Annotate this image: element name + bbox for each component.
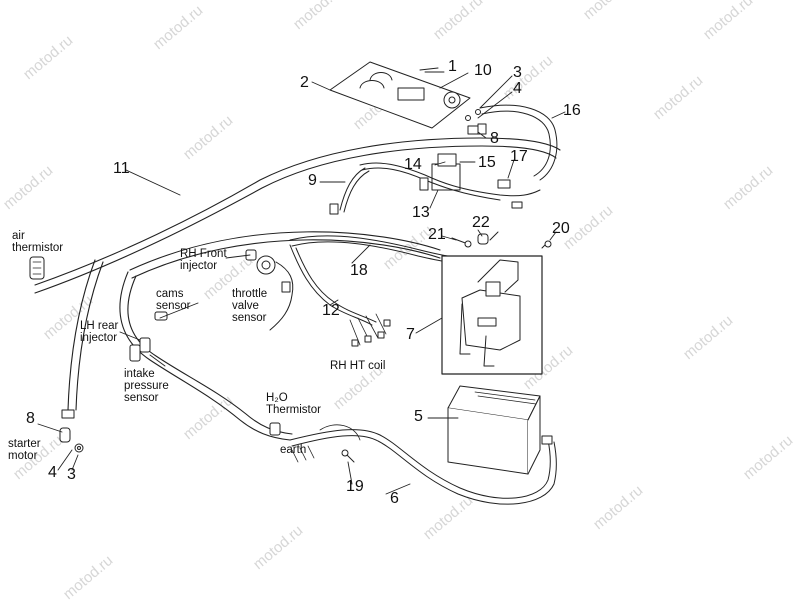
callout-16: 16 xyxy=(563,102,581,119)
callout-7: 7 xyxy=(406,326,415,343)
branch-12 xyxy=(289,244,391,347)
callout-18: 18 xyxy=(350,262,368,279)
callout-22: 22 xyxy=(472,214,490,231)
callout-5: 5 xyxy=(414,408,423,425)
callout-17: 17 xyxy=(510,148,528,165)
label-starter-motor: starter motor xyxy=(8,438,41,462)
label-rh-front-injector: RH Front injector xyxy=(180,248,227,272)
screw-20 xyxy=(541,240,552,249)
left-connectors xyxy=(129,249,281,436)
callout-11: 11 xyxy=(113,160,130,177)
callout-13: 13 xyxy=(412,204,430,221)
starter-connector xyxy=(59,409,84,453)
label-earth: earth xyxy=(280,444,307,456)
callout-12: 12 xyxy=(322,302,340,319)
parts-21-22 xyxy=(451,231,499,248)
label-air-thermistor: air thermistor xyxy=(12,230,64,254)
leader-lines xyxy=(37,71,566,495)
ecu-bracket-box xyxy=(441,255,543,375)
callout-6: 6 xyxy=(390,490,399,507)
callout-4-bottom: 4 xyxy=(48,464,57,481)
label-throttle-valve-sensor: throttle valve sensor xyxy=(232,288,268,324)
label-rh-ht-coil: RH HT coil xyxy=(330,360,386,372)
air-thermistor-connector xyxy=(29,256,45,280)
lead-9 xyxy=(329,167,370,215)
relay-assembly xyxy=(359,153,541,209)
callout-19: 19 xyxy=(346,478,364,495)
callout-21: 21 xyxy=(428,226,446,243)
ecu-unit xyxy=(447,385,541,475)
callout-8-top: 8 xyxy=(490,130,499,147)
callout-20: 20 xyxy=(552,220,570,237)
callout-14: 14 xyxy=(404,156,422,173)
callout-3-bottom: 3 xyxy=(67,466,76,483)
harness-6 xyxy=(289,424,557,505)
bolt-19 xyxy=(341,449,355,463)
callout-8-left: 8 xyxy=(26,410,35,427)
label-lh-rear-injector: LH rear injector xyxy=(80,320,119,344)
callout-4-top: 4 xyxy=(513,80,522,97)
callout-10: 10 xyxy=(474,62,492,79)
label-cams-sensor: cams sensor xyxy=(156,288,191,312)
callout-1: 1 xyxy=(448,58,457,75)
callout-15: 15 xyxy=(478,154,496,171)
label-h2o-thermistor: H₂O Thermistor xyxy=(266,392,321,416)
label-intake-pressure-sensor: intake pressure sensor xyxy=(124,368,169,404)
bracket-2 xyxy=(329,61,471,129)
callout-3-top: 3 xyxy=(513,64,522,81)
fasteners-top xyxy=(465,109,487,135)
throttle-sensor-part xyxy=(256,255,294,331)
harness-16 xyxy=(479,104,558,181)
harness-main xyxy=(34,137,561,441)
callout-2: 2 xyxy=(300,74,309,91)
callout-9: 9 xyxy=(308,172,317,189)
